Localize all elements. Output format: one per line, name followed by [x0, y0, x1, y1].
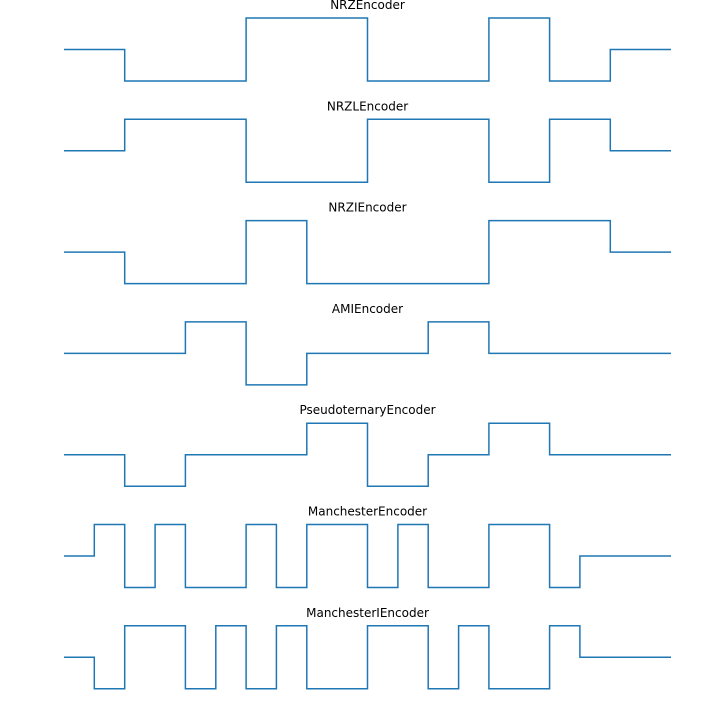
signal-line: [64, 118, 671, 184]
signal-line: [64, 219, 671, 285]
encoder-panel: AMIEncoder: [64, 302, 671, 386]
encoder-panel: NRZLEncoder: [64, 99, 671, 184]
encoder-panel: NRZEncoder: [64, 0, 671, 82]
encoder-panel: NRZIEncoder: [64, 201, 671, 285]
panel-title: NRZLEncoder: [327, 99, 408, 113]
signal-line: [64, 523, 671, 589]
panels: NRZEncoderNRZLEncoderNRZIEncoderAMIEncod…: [64, 0, 671, 690]
signal-line: [64, 625, 671, 690]
panel-title: ManchesterIEncoder: [306, 606, 429, 620]
panel-title: PseudoternaryEncoder: [299, 403, 435, 417]
signal-line: [64, 422, 671, 487]
panel-title: NRZIEncoder: [328, 201, 406, 215]
signal-line: [64, 17, 671, 82]
encoder-panel: ManchesterEncoder: [64, 505, 671, 589]
encoder-panel: PseudoternaryEncoder: [64, 403, 671, 487]
panel-title: NRZEncoder: [330, 0, 405, 12]
panel-title: ManchesterEncoder: [308, 505, 427, 519]
signal-line: [64, 321, 671, 386]
panel-title: AMIEncoder: [332, 302, 403, 316]
encoder-panel: ManchesterIEncoder: [64, 606, 671, 690]
